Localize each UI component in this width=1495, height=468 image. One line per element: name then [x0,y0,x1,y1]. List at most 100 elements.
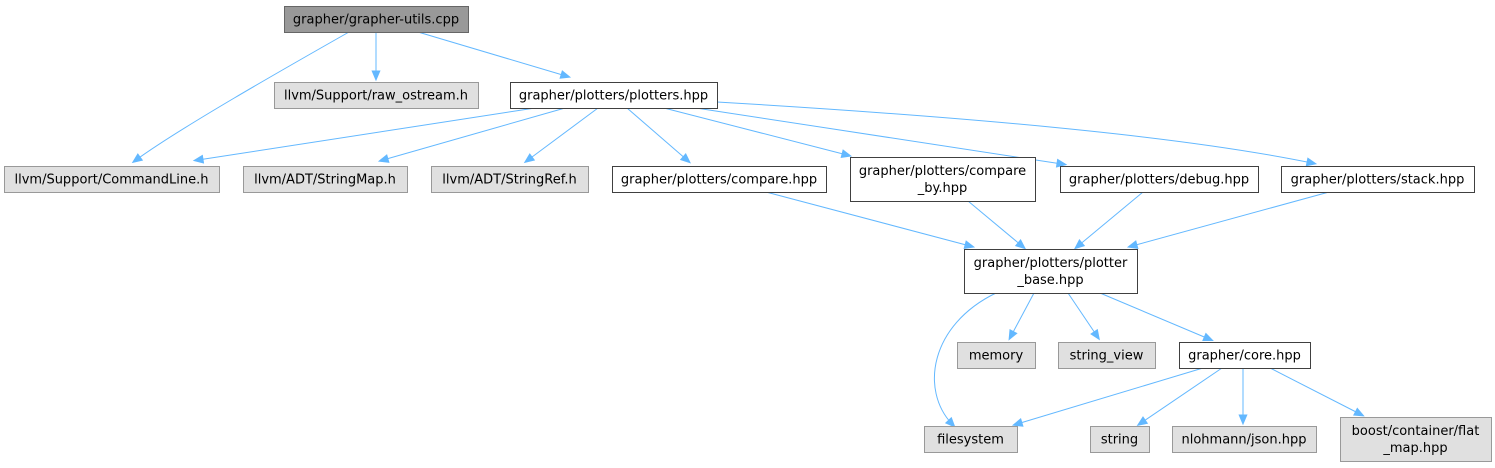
node-label: grapher/core.hpp [1188,349,1301,364]
edge-plotters-to-stringref [523,107,599,164]
edge-line [417,31,567,77]
node-label: grapher/plotters/debug.hpp [1069,173,1249,188]
node-box [1060,166,1259,193]
node-compare-by[interactable]: grapher/plotters/compare _by.hpp [850,157,1036,202]
node-flat-map: boost/container/flat _map.hpp [1340,417,1492,462]
edge-plotters-to-stack [716,101,1318,167]
node-label: grapher/plotters/plotters.hpp [519,89,708,104]
edge-line [626,107,688,161]
node-plotters[interactable]: grapher/plotters/plotters.hpp [510,82,718,109]
edge-root-to-commandline [131,31,350,164]
node-label: llvm/ADT/StringRef.h [442,173,576,188]
edge-stack-to-plotter_base [1126,191,1330,249]
edge-arrowhead [1055,158,1068,168]
edge-arrowhead [1353,407,1365,417]
edge-arrowhead [1305,157,1318,167]
node-label: filesystem [937,433,1004,448]
node-label: _map.hpp [1382,441,1447,456]
node-commandline: llvm/Support/CommandLine.h [4,166,220,193]
node-stringref: llvm/ADT/StringRef.h [431,166,589,193]
edge-plotters-to-stringmap [377,107,566,163]
edge-arrowhead [1238,414,1248,426]
node-box [1090,426,1150,453]
node-box [1179,342,1311,369]
node-label: grapher/plotters/compare [859,164,1026,179]
node-label: _by.hpp [917,181,967,196]
edge-line [695,107,1063,165]
edge-arrowhead [1090,328,1100,341]
edge-root-to-plotters [417,31,572,79]
edge-arrowhead [1202,332,1214,342]
node-box [284,6,469,33]
node-label: boost/container/flat [1352,424,1480,439]
node-box [274,82,479,109]
node-box [243,166,408,193]
edge-arrowhead [944,416,956,428]
edge-arrowhead [371,70,381,82]
node-label: grapher/grapher-utils.cpp [293,13,459,28]
edge-debug-to-plotter_base [1073,191,1144,250]
node-box [964,249,1138,294]
node-box [1340,417,1492,462]
node-label: llvm/Support/raw_ostream.h [284,89,468,104]
edge-plotter_base-to-memory [1008,292,1035,341]
node-box [612,166,827,193]
edge-plotters-to-commandline [192,107,536,164]
node-string-view: string_view [1058,342,1156,369]
nodes-layer: grapher/grapher-utils.cpp llvm/Support/ra… [4,6,1492,462]
edge-arrowhead [131,153,144,164]
edge-line [135,31,350,161]
node-box [1281,166,1475,193]
edge-plotter_base-to-core [1099,292,1214,342]
node-root[interactable]: grapher/grapher-utils.cpp [284,6,469,33]
node-plotter-base[interactable]: grapher/plotters/plotter _base.hpp [964,249,1138,294]
node-label: string [1101,433,1138,448]
node-label: llvm/ADT/StringMap.h [254,173,396,188]
node-box [510,82,718,109]
edge-arrowhead [192,154,205,164]
node-stringmap: llvm/ADT/StringMap.h [243,166,408,193]
edge-plotters-to-compare_by [663,107,853,159]
node-stack[interactable]: grapher/plotters/stack.hpp [1281,166,1475,193]
edge-line [716,101,1313,164]
node-label: grapher/plotters/compare.hpp [621,173,817,188]
edge-arrowhead [1136,416,1149,426]
node-box [1058,342,1156,369]
node-box [4,166,220,193]
node-label: grapher/plotters/plotter [974,256,1128,271]
node-label: grapher/plotters/stack.hpp [1291,173,1465,188]
node-compare[interactable]: grapher/plotters/compare.hpp [612,166,827,193]
edge-arrowhead [377,154,390,163]
edge-arrowhead [840,149,853,159]
edge-arrowhead [1014,238,1027,250]
node-string: string [1090,426,1150,453]
edge-core-to-string [1136,367,1223,426]
edge-line [1016,367,1204,425]
edge-arrowhead [1011,418,1024,427]
edge-core-to-json [1238,368,1248,426]
edge-arrowhead [559,70,572,79]
edge-line [1010,292,1035,337]
node-box [924,426,1018,453]
edge-line [527,107,599,161]
edge-arrowhead [963,240,976,249]
edge-compare_by-to-plotter_base [967,200,1027,250]
node-debug[interactable]: grapher/plotters/debug.hpp [1060,166,1259,193]
edge-root-to-raw_ostream [371,32,381,82]
edge-line [1140,367,1223,424]
node-label: _base.hpp [1016,273,1083,288]
node-label: memory [969,349,1024,364]
node-raw-ostream: llvm/Support/raw_ostream.h [274,82,479,109]
edge-arrowhead [523,153,536,164]
node-filesystem: filesystem [924,426,1018,453]
edge-plotters-to-compare [626,107,691,164]
edge-plotters-to-debug [695,107,1068,168]
edge-line [933,292,997,425]
edge-line [1269,367,1361,415]
edge-line [197,107,536,161]
node-label: nlohmann/json.hpp [1182,433,1307,448]
edge-line [382,107,566,161]
node-core[interactable]: grapher/core.hpp [1179,342,1311,369]
node-box [850,157,1036,202]
